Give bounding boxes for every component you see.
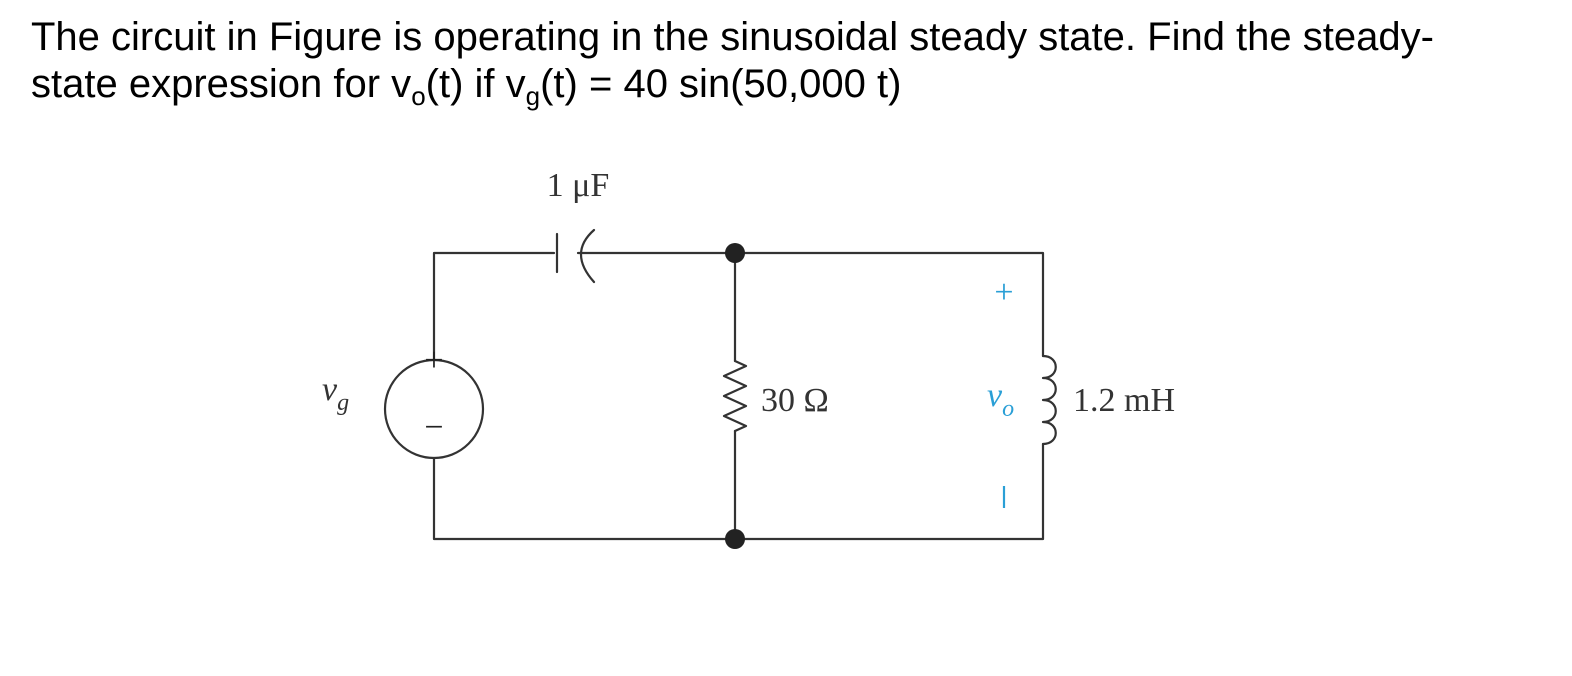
voltage-source-circle	[383, 358, 485, 460]
capacitor-label: 1 μF	[547, 167, 610, 204]
wire-top-left	[432, 251, 556, 362]
problem-statement: The circuit in Figure is operating in th…	[31, 14, 1551, 112]
wire-bottom	[432, 442, 1045, 541]
source-label: vg	[322, 371, 349, 416]
inductor-label: 1.2 mH	[1073, 382, 1175, 419]
source-plus-sign: +	[424, 342, 443, 379]
source-label-sub: g	[337, 390, 349, 416]
output-label: vo	[987, 377, 1014, 422]
problem-line-2-post: (t) = 40 sin(50,000 t)	[540, 62, 902, 106]
resistor-label: 30 Ω	[761, 382, 829, 419]
junction-dot-top	[725, 243, 745, 263]
output-label-sub: o	[1002, 396, 1014, 422]
vo-subscript: o	[411, 81, 426, 111]
junction-dot-bottom	[725, 529, 745, 549]
vg-subscript: g	[525, 81, 541, 111]
problem-line-2-mid: (t) if v	[425, 62, 526, 106]
problem-line-2-pre: state expression for v	[31, 62, 412, 106]
wire-top-right	[576, 251, 1045, 358]
source-label-main: v	[322, 371, 338, 408]
resistor-zigzag	[722, 359, 748, 433]
capacitor-plate-curved	[580, 228, 596, 284]
output-plus-sign: +	[994, 274, 1013, 311]
source-minus-sign: −	[424, 409, 443, 446]
problem-line-1: The circuit in Figure is operating in th…	[31, 15, 1434, 59]
inductor-coil	[1041, 354, 1057, 446]
output-label-main: v	[987, 377, 1003, 414]
